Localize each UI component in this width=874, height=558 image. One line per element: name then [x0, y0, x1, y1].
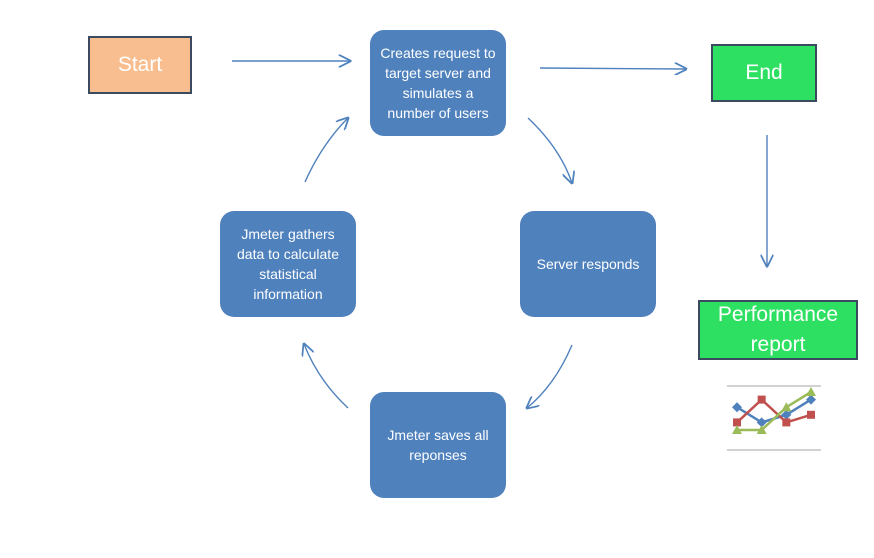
- performance-report-node: Performance report: [698, 300, 858, 360]
- mini-series-point: [756, 417, 767, 428]
- mini-series-line: [736, 397, 812, 424]
- create-request-label: Creates request to target server and sim…: [380, 45, 496, 121]
- mini-series-point: [733, 418, 741, 427]
- mini-series-point: [781, 402, 792, 412]
- end-label: End: [745, 61, 783, 84]
- start-node: Start: [88, 36, 192, 94]
- arrow-request-to-respond: [527, 117, 572, 183]
- gather-data-node: Jmeter gathers data to calculate statist…: [220, 211, 356, 317]
- mini-series-point: [781, 409, 792, 420]
- performance-report-label: Performance report: [717, 303, 839, 356]
- mini-series-point: [806, 387, 816, 396]
- mini-series-point: [782, 418, 791, 427]
- arrow-respond-to-save: [527, 344, 573, 408]
- report-chart-icon: [727, 385, 821, 451]
- start-label: Start: [117, 53, 163, 76]
- mini-series-line: [737, 390, 812, 432]
- arrow-request-to-end: [539, 68, 686, 69]
- create-request-node: Creates request to target server and sim…: [370, 30, 506, 136]
- save-responses-label: Jmeter saves all reponses: [387, 427, 489, 463]
- mini-series-point: [756, 425, 767, 434]
- arrow-gather-to-request: [304, 118, 348, 183]
- server-responds-node: Server responds: [520, 211, 656, 317]
- gather-data-label: Jmeter gathers data to calculate statist…: [237, 226, 339, 302]
- end-node: End: [711, 44, 817, 102]
- mini-series-point: [757, 395, 766, 404]
- mini-series-point: [732, 425, 742, 434]
- mini-series-point: [806, 394, 816, 405]
- mini-series-point: [732, 402, 742, 413]
- mini-series-point: [807, 410, 815, 419]
- arrow-save-to-gather: [304, 344, 349, 409]
- server-responds-label: Server responds: [536, 256, 640, 272]
- save-responses-node: Jmeter saves all reponses: [370, 392, 506, 498]
